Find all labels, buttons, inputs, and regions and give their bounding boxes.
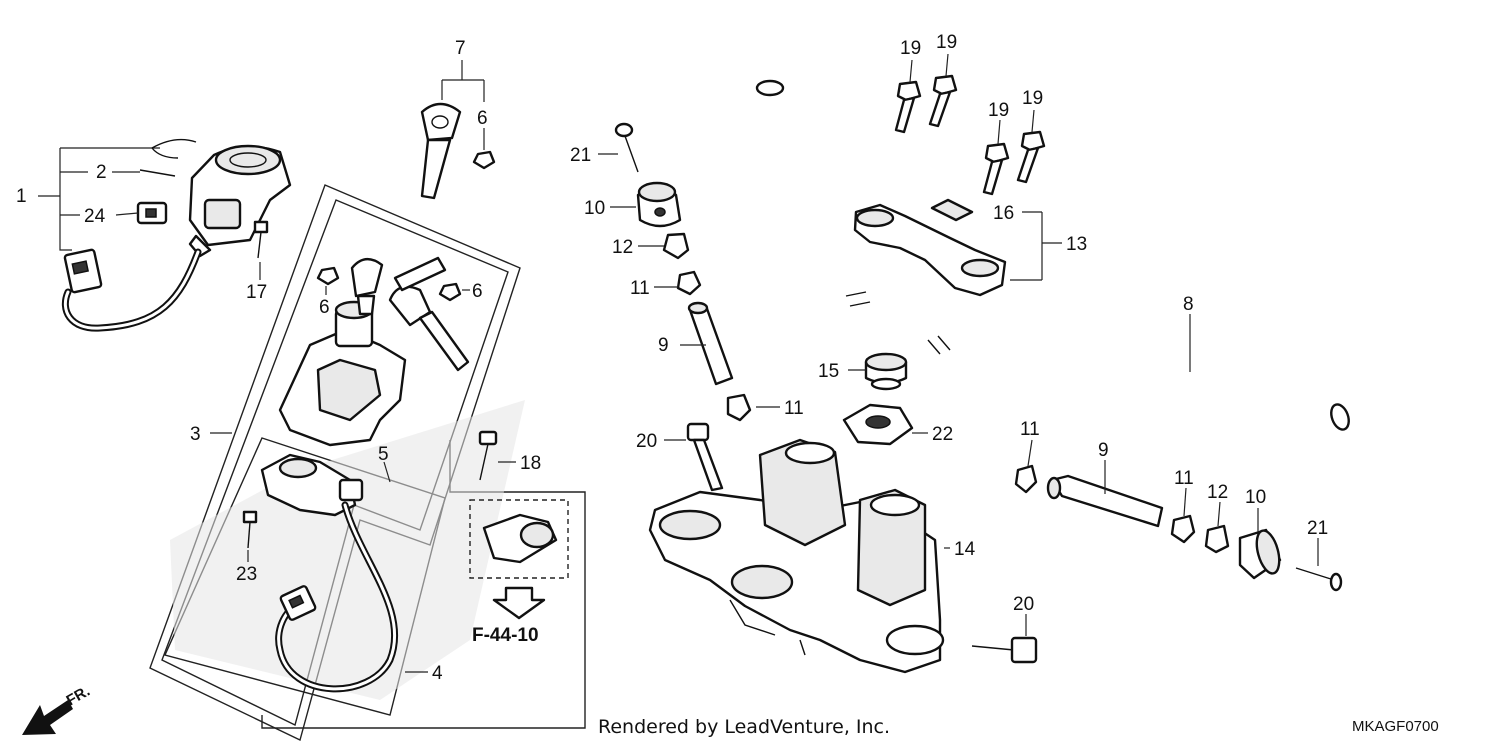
lock-washer-11-right-b bbox=[1170, 514, 1196, 544]
callout-23: 23 bbox=[236, 564, 257, 585]
callout-11-right-a: 11 bbox=[1020, 419, 1040, 440]
lock-washer-11-right-a bbox=[1014, 464, 1038, 494]
callout-6-left: 6 bbox=[319, 297, 330, 318]
bar-end-weight-right bbox=[1238, 528, 1282, 580]
callout-14: 14 bbox=[954, 539, 976, 560]
callout-22: 22 bbox=[932, 424, 953, 445]
stem-cap-15 bbox=[864, 352, 908, 391]
callout-5: 5 bbox=[378, 444, 389, 465]
callout-1: 1 bbox=[16, 186, 27, 207]
part-13-bracket bbox=[1010, 211, 1062, 281]
credit-text: Rendered by LeadVenture, Inc. bbox=[598, 716, 890, 738]
direction-arrow-icon bbox=[22, 700, 73, 735]
callout-11-right-b: 11 bbox=[1174, 468, 1194, 489]
ignition-connector bbox=[279, 585, 317, 621]
screw-21-right bbox=[1295, 567, 1343, 592]
top-bridge-14 bbox=[648, 438, 945, 674]
lock-washer-11-mid bbox=[726, 393, 752, 422]
callout-12-middle: 12 bbox=[612, 237, 633, 258]
key-7 bbox=[420, 102, 462, 200]
upper-holder-13 bbox=[853, 203, 1007, 297]
bar-end-weight-top bbox=[636, 181, 682, 228]
callout-19-d: 19 bbox=[1022, 88, 1043, 109]
callout-19-c: 19 bbox=[988, 100, 1009, 121]
callout-9-middle: 9 bbox=[658, 335, 669, 356]
reference-label: F-44-10 bbox=[472, 625, 539, 646]
inner-pipe-9 bbox=[687, 301, 734, 386]
callout-10-right: 10 bbox=[1245, 487, 1266, 508]
collar-12-right bbox=[1204, 524, 1230, 554]
bolt-20-left bbox=[686, 422, 724, 492]
bolt-19-a bbox=[894, 80, 922, 134]
lock-washer-11-top bbox=[676, 270, 702, 296]
callout-11-top: 11 bbox=[630, 278, 650, 299]
screw-17 bbox=[253, 220, 269, 259]
callout-11-middle: 11 bbox=[784, 398, 804, 419]
collar-12-top bbox=[662, 232, 690, 260]
callout-21-right: 21 bbox=[1307, 518, 1328, 539]
switch-connector bbox=[63, 248, 103, 294]
callout-19-a: 19 bbox=[900, 38, 921, 59]
bolt-19-b bbox=[928, 74, 958, 128]
bolt-19-c bbox=[982, 142, 1010, 196]
snap-ring bbox=[139, 138, 197, 177]
callout-24: 24 bbox=[84, 206, 106, 227]
inner-pipe-9-right bbox=[1046, 474, 1164, 528]
screw-18 bbox=[478, 430, 498, 481]
handlebar-pipe-8 bbox=[755, 79, 1351, 431]
nut-6-top bbox=[472, 150, 496, 170]
ignition-lock bbox=[278, 256, 470, 447]
callout-6-top: 6 bbox=[477, 108, 488, 129]
callout-20-left: 20 bbox=[636, 431, 657, 452]
wire-clamp bbox=[136, 201, 168, 225]
callout-2: 2 bbox=[96, 162, 107, 183]
ignition-switch-body bbox=[260, 453, 364, 517]
screw-21-top bbox=[614, 122, 639, 173]
callout-9-right: 9 bbox=[1098, 440, 1109, 461]
leader-lines bbox=[112, 53, 1319, 673]
callout-6-right: 6 bbox=[472, 281, 483, 302]
callout-20-right: 20 bbox=[1013, 594, 1034, 615]
callout-12-right: 12 bbox=[1207, 482, 1228, 503]
callout-10-middle: 10 bbox=[584, 198, 605, 219]
callout-21-top: 21 bbox=[570, 145, 591, 166]
callout-13: 13 bbox=[1066, 234, 1087, 255]
nut-6-right bbox=[438, 282, 462, 302]
part-1-bracket bbox=[38, 147, 160, 251]
bolt-20-right bbox=[971, 636, 1038, 664]
callout-15: 15 bbox=[818, 361, 839, 382]
callout-16: 16 bbox=[993, 203, 1014, 224]
bolt-19-d bbox=[1016, 130, 1046, 184]
part-7-bracket bbox=[441, 60, 485, 150]
reference-box bbox=[469, 499, 569, 620]
handlebar-switch-housing bbox=[188, 144, 292, 258]
callout-3: 3 bbox=[190, 424, 201, 445]
callout-4: 4 bbox=[432, 663, 443, 684]
diagram-code: MKAGF0700 bbox=[1352, 718, 1439, 735]
callout-labels: 1 2 3 4 5 6 6 6 7 8 9 9 10 10 11 11 11 1… bbox=[16, 32, 1328, 684]
callout-19-b: 19 bbox=[936, 32, 957, 53]
callout-7: 7 bbox=[455, 38, 466, 59]
stem-nut-22 bbox=[842, 403, 914, 446]
plate-16 bbox=[930, 198, 974, 222]
nut-6-left bbox=[316, 266, 340, 286]
callout-17: 17 bbox=[246, 282, 267, 303]
callout-8: 8 bbox=[1183, 294, 1194, 315]
callout-18: 18 bbox=[520, 453, 541, 474]
ignition-group-frame bbox=[149, 184, 586, 741]
screw-23 bbox=[242, 510, 258, 549]
